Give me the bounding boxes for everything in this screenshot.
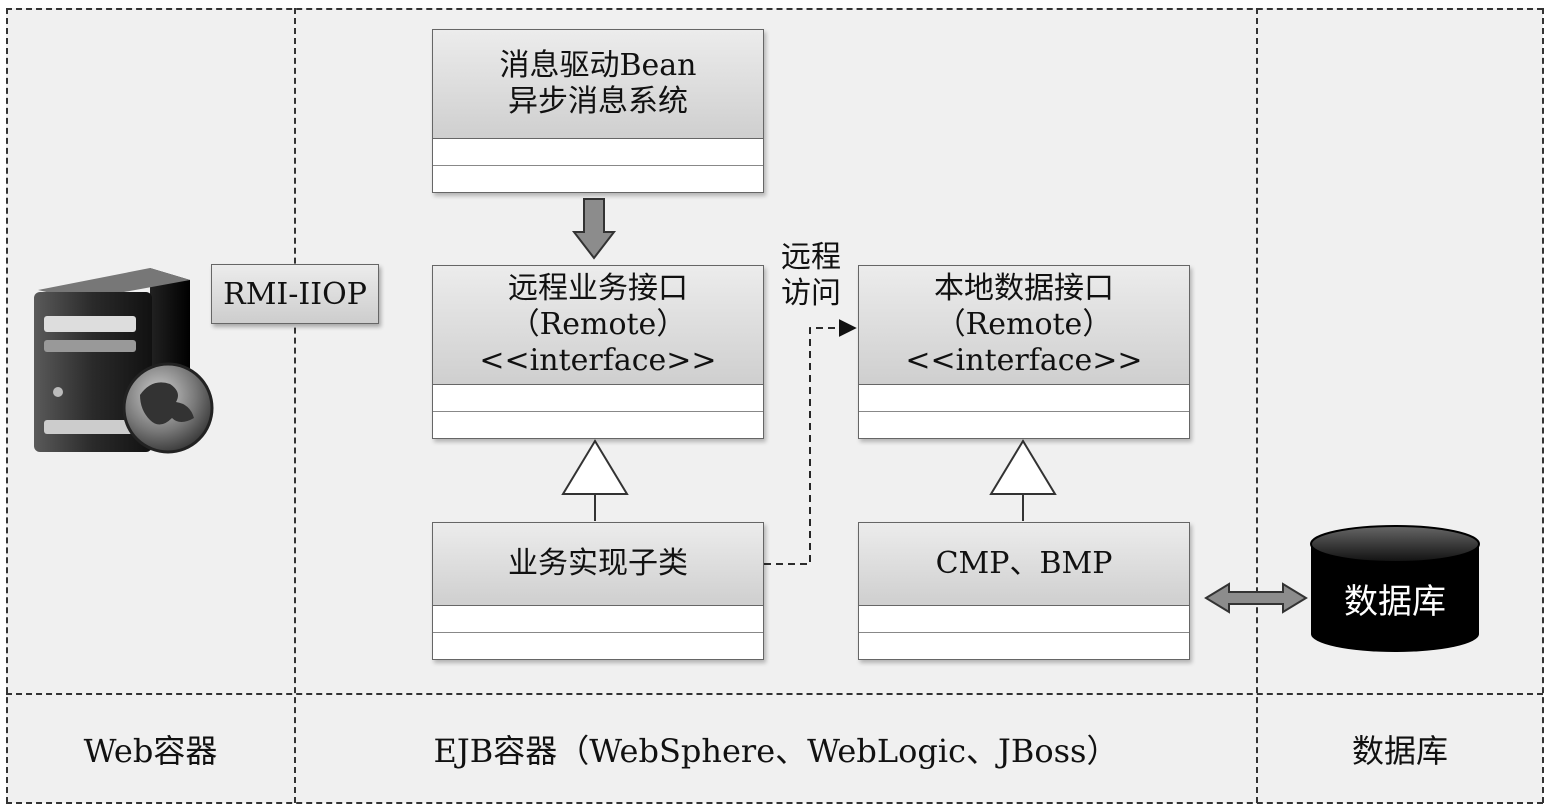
- remote-biz-attributes: [433, 385, 763, 412]
- cmp-title: CMP、BMP: [935, 546, 1113, 581]
- local-data-operations: [859, 412, 1189, 438]
- outer-border-top: [6, 8, 1543, 10]
- mdb-title: 消息驱动Bean: [499, 48, 697, 83]
- remote-biz-title: 远程业务接口: [508, 271, 688, 306]
- local-data-stereotype: <<interface>>: [905, 343, 1143, 378]
- cmp-bmp-box: CMP、BMP: [858, 522, 1190, 660]
- web-ejb-divider: [294, 8, 296, 803]
- cmp-attributes: [859, 606, 1189, 633]
- local-data-attributes: [859, 385, 1189, 412]
- local-data-title: 本地数据接口: [934, 271, 1114, 306]
- remote-access-label: 远程 访问: [776, 240, 846, 312]
- database-cylinder-icon: [1310, 525, 1480, 652]
- remote-business-interface-box: 远程业务接口 （Remote） <<interface>>: [432, 265, 764, 439]
- remote-biz-type: （Remote）: [509, 307, 687, 342]
- database-zone: [1257, 8, 1543, 803]
- local-data-interface-box: 本地数据接口 （Remote） <<interface>>: [858, 265, 1190, 439]
- impl-operations: [433, 633, 763, 659]
- outer-border-bottom: [6, 802, 1543, 804]
- impl-title: 业务实现子类: [508, 546, 688, 581]
- database-label: 数据库: [1344, 581, 1446, 622]
- inherit-triangle-left: [561, 439, 629, 495]
- remote-access-dashed-arrow: [764, 319, 857, 565]
- outer-border-left: [6, 8, 8, 803]
- rmi-iiop-label: RMI-IIOP: [211, 264, 379, 324]
- database-caption: 数据库: [1351, 731, 1448, 770]
- remote-access-line2: 访问: [781, 276, 841, 311]
- remote-access-line1: 远程: [781, 240, 841, 275]
- remote-biz-operations: [433, 412, 763, 438]
- business-impl-subclass-box: 业务实现子类: [432, 522, 764, 660]
- message-driven-bean-box: 消息驱动Bean 异步消息系统: [432, 29, 764, 193]
- web-server-icon: [34, 268, 214, 454]
- double-arrow: [1204, 582, 1308, 614]
- mdb-attributes: [433, 139, 763, 166]
- inherit-triangle-right: [989, 439, 1057, 495]
- caption-separator: [6, 693, 1543, 695]
- cmp-operations: [859, 633, 1189, 659]
- remote-biz-stereotype: <<interface>>: [479, 343, 717, 378]
- outer-border-right: [1542, 8, 1544, 803]
- mdb-subtitle: 异步消息系统: [508, 84, 688, 119]
- impl-attributes: [433, 606, 763, 633]
- web-container-caption: Web容器: [83, 731, 218, 770]
- mdb-operations: [433, 166, 763, 192]
- ejb-db-divider: [1256, 8, 1258, 803]
- down-arrow: [571, 198, 617, 260]
- ejb-container-caption: EJB容器（WebSphere、WebLogic、JBoss）: [433, 731, 1119, 770]
- local-data-type: （Remote）: [935, 307, 1113, 342]
